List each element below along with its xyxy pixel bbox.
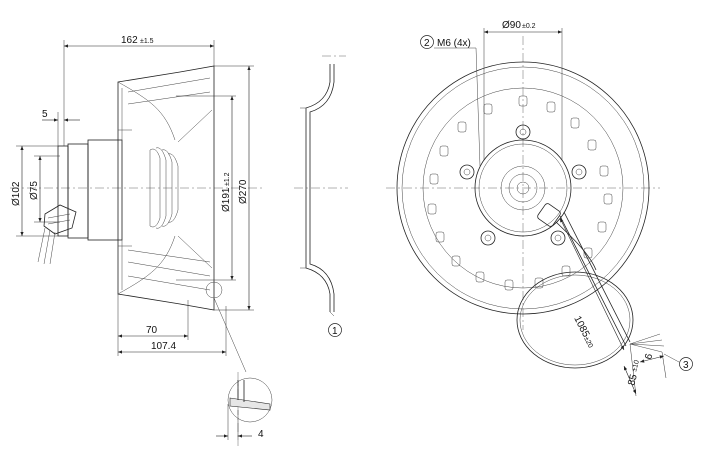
dim-strip-6: 6 (643, 352, 655, 361)
dim-dia-90: Ø90 (502, 20, 521, 31)
dim-dia-75: Ø75 (29, 181, 40, 200)
inlet-ring-profile: 1 (294, 55, 348, 337)
dim-107: 107.4 (151, 341, 176, 352)
side-view: 162 ±1.5 5 Ø102 Ø75 Ø191 ±1.2 Ø270 70 (10, 35, 262, 373)
dim-dia-191-tol: ±1.2 (224, 172, 231, 186)
callout-2: 2 (424, 38, 430, 49)
dim-dia-90-tol: ±0.2 (522, 23, 536, 30)
dim-cable-length-tol: ±20 (582, 336, 594, 350)
dim-dia-102: Ø102 (11, 181, 22, 206)
callout-3: 3 (683, 360, 689, 371)
dim-strip-85-tol: ±10 (631, 359, 641, 372)
dim-strip-85: 85 (626, 373, 640, 387)
dim-overall-length: 162 (121, 35, 138, 46)
dim-70: 70 (146, 325, 158, 336)
dim-dia-191: Ø191 (221, 187, 232, 212)
detail-view: 4 (216, 372, 273, 446)
dim-dia-270: Ø270 (238, 179, 249, 204)
dim-inlet-offset: 5 (42, 109, 48, 120)
callout-1: 1 (332, 326, 338, 337)
dim-overall-length-tol: ±1.5 (140, 38, 154, 45)
mounting-holes (459, 124, 587, 246)
front-view: Ø90 ±0.2 2 M6 (4x) 1085 ±20 6 85 ±10 3 (386, 20, 693, 397)
thread-label: M6 (4x) (437, 38, 471, 49)
dim-detail-4: 4 (258, 429, 264, 440)
